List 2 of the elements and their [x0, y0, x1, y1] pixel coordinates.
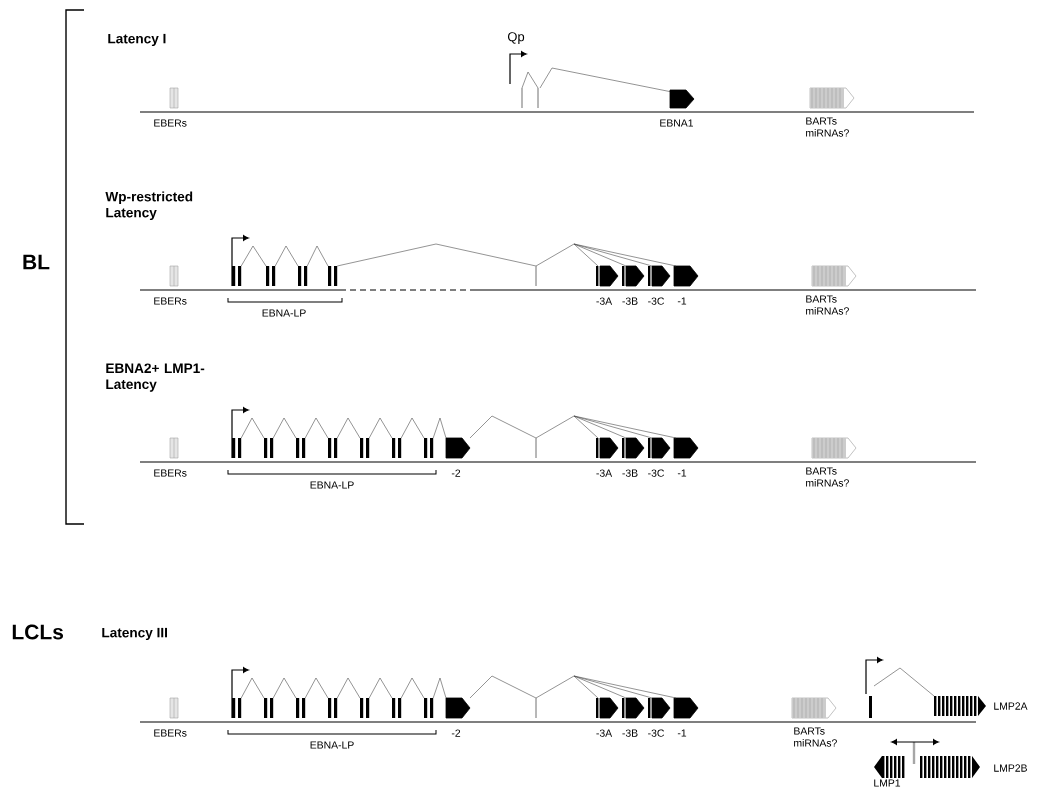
group-label: LCLs: [12, 624, 64, 640]
group-label: BL: [23, 254, 50, 270]
